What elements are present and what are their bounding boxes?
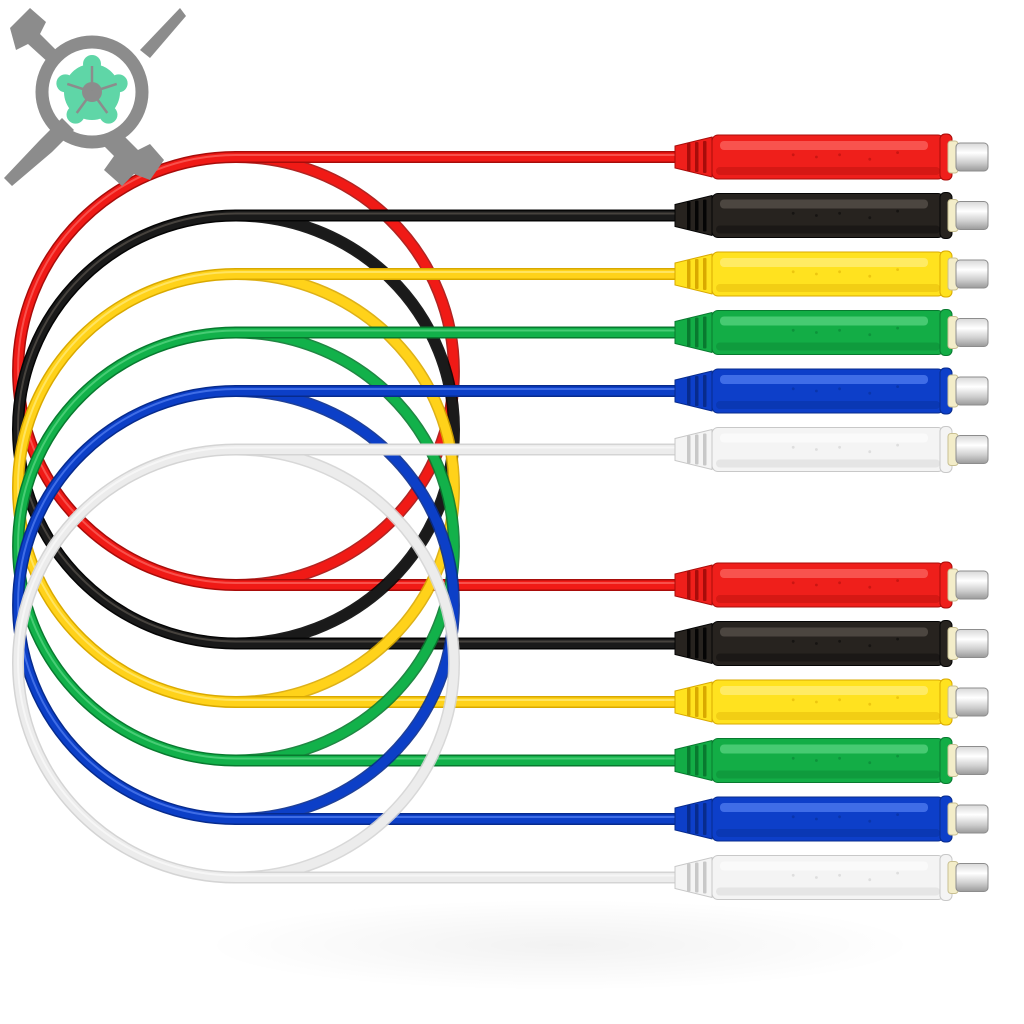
cable-yellow — [12, 268, 685, 708]
plug-white-top — [674, 426, 989, 473]
logo — [4, 8, 186, 186]
cable-green — [12, 326, 685, 767]
plug-white-bottom — [674, 854, 989, 901]
plug-black-top — [674, 192, 989, 239]
plug-black-bottom — [674, 620, 989, 667]
cable-blue — [12, 385, 685, 825]
cable-black — [12, 209, 685, 650]
plug-group — [674, 133, 989, 901]
plug-blue-top — [674, 367, 989, 415]
cable-red — [12, 151, 685, 591]
plug-red-bottom — [674, 561, 989, 609]
plug-red-top — [674, 133, 989, 181]
plug-yellow-top — [674, 250, 989, 298]
cable-white — [12, 443, 685, 884]
wrench-icon — [10, 8, 164, 186]
gear-icon — [35, 35, 149, 149]
floor-shadow — [210, 900, 910, 990]
plug-green-top — [674, 309, 989, 356]
plug-blue-bottom — [674, 795, 989, 843]
plug-yellow-bottom — [674, 678, 989, 726]
cable-group — [12, 151, 685, 884]
plug-green-bottom — [674, 737, 989, 784]
